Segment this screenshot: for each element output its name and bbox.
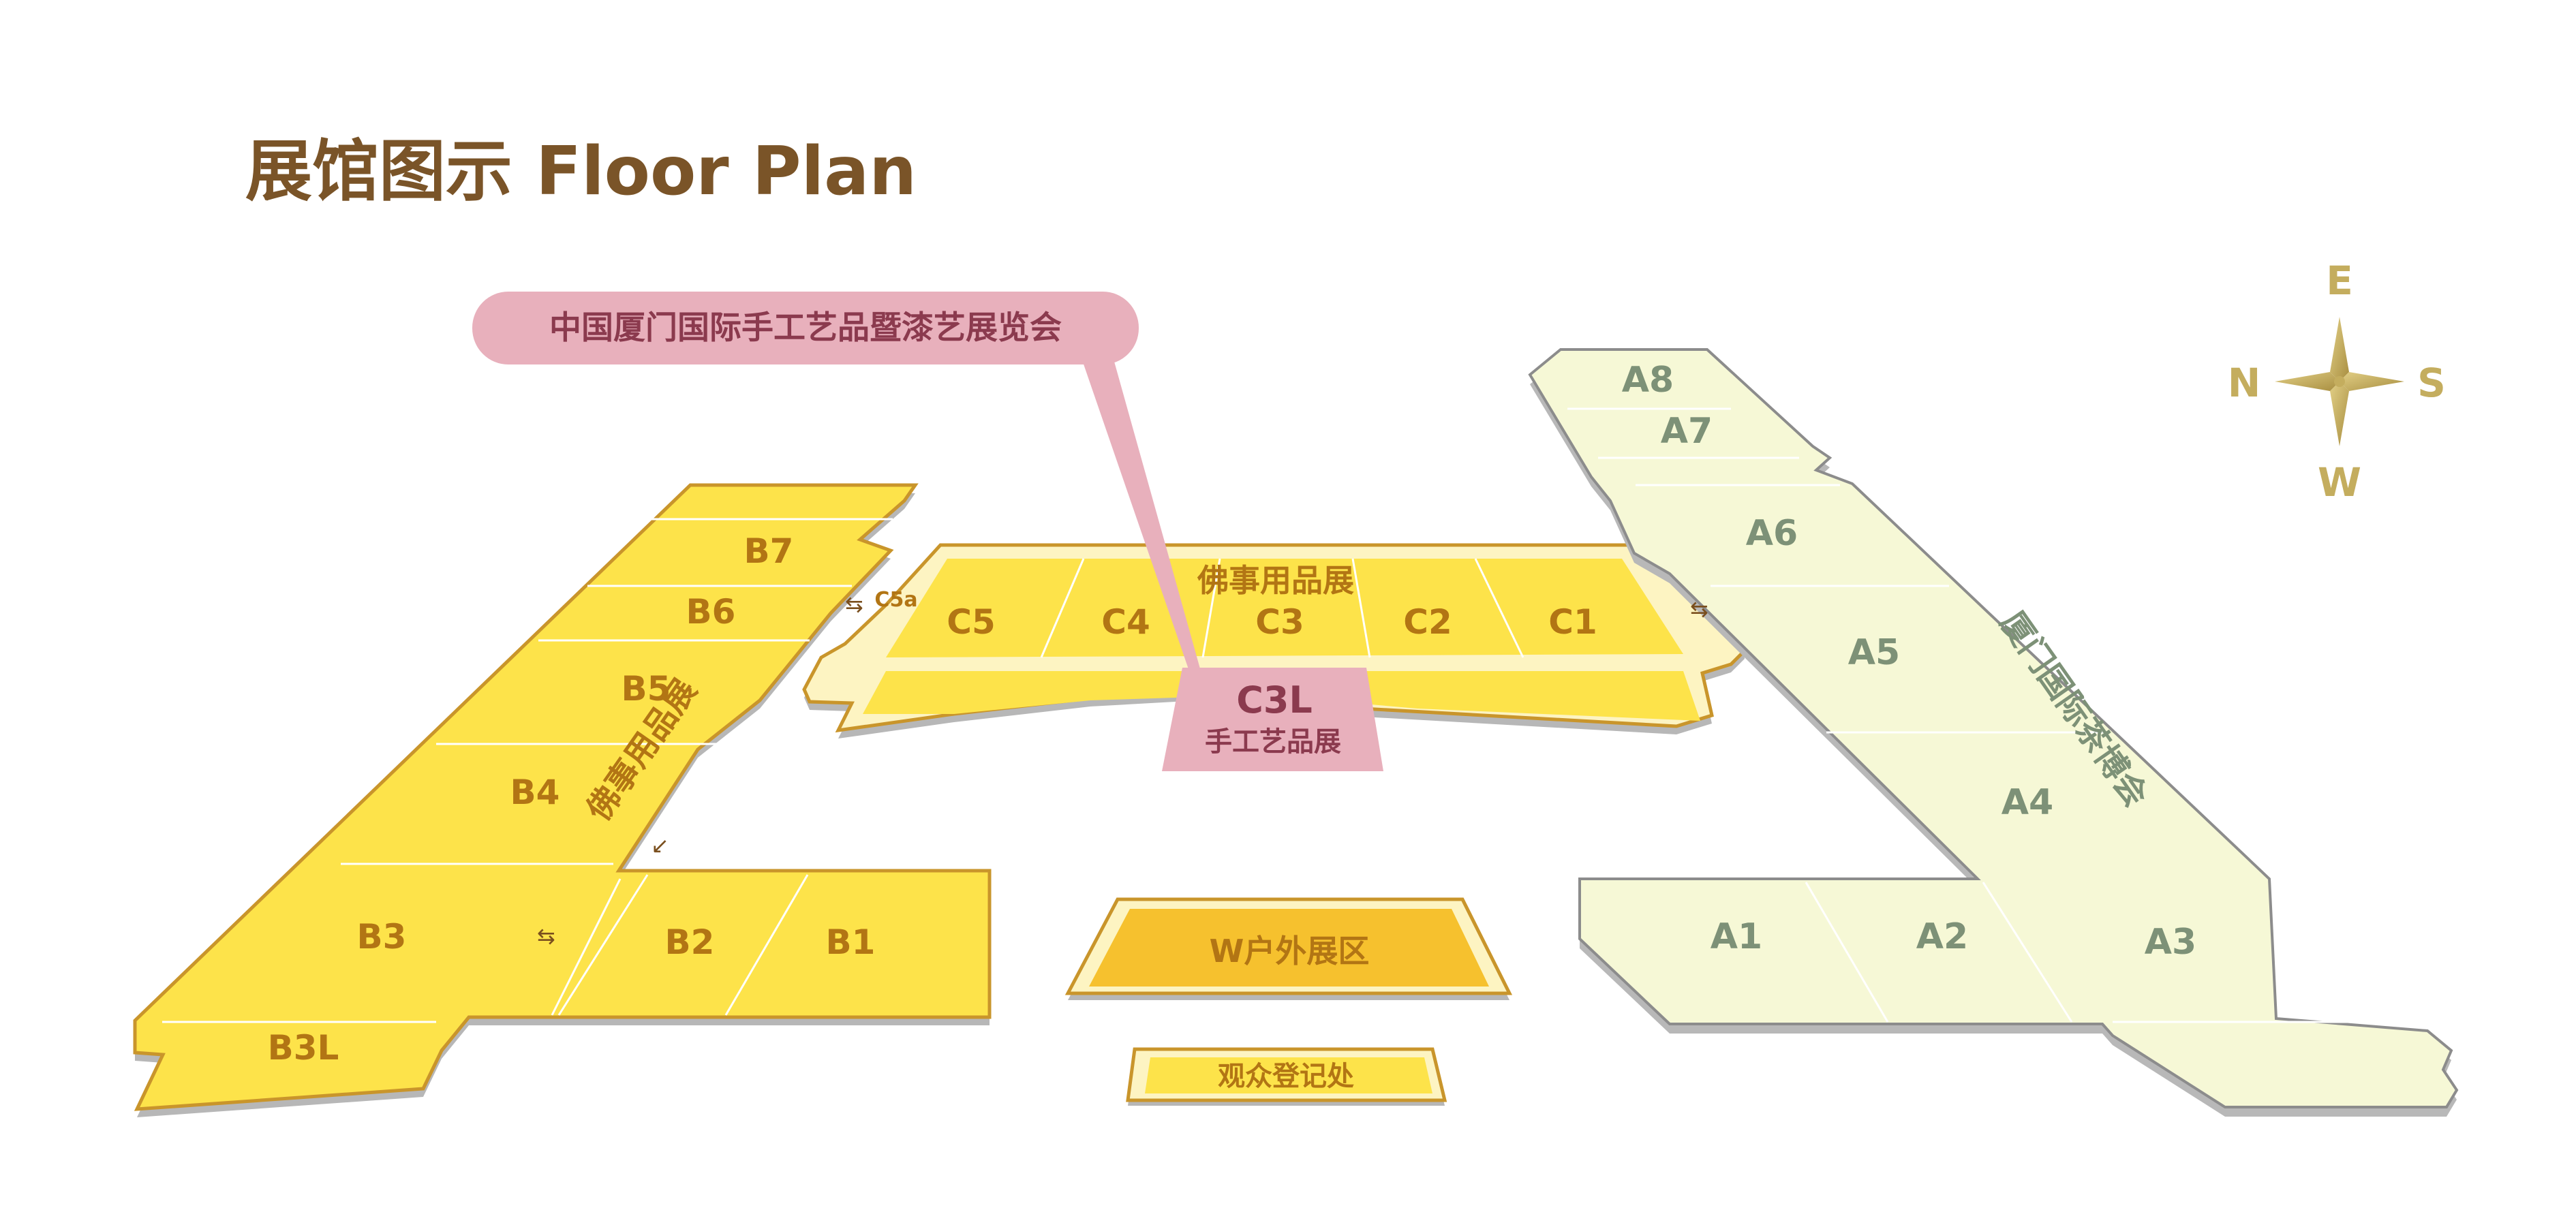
hall-c5[interactable]: C5 (947, 602, 995, 642)
hall-b7[interactable]: B7 (744, 531, 794, 571)
registration-label: 观众登记处 (1218, 1061, 1354, 1092)
hall-c3l[interactable]: C3L 手工艺品展 (1162, 668, 1383, 771)
hall-a2[interactable]: A2 (1916, 916, 1968, 957)
hall-c5a[interactable]: C5a (874, 588, 917, 612)
registration-area[interactable]: 观众登记处 (1126, 1047, 1447, 1106)
building-b (133, 483, 992, 1117)
hall-a7[interactable]: A7 (1661, 411, 1713, 452)
hall-a1[interactable]: A1 (1711, 916, 1762, 957)
hall-c3l-name: 手工艺品展 (1205, 726, 1341, 758)
outdoor-zone[interactable]: W户外展区 (1064, 897, 1513, 1000)
hall-a6[interactable]: A6 (1746, 513, 1798, 554)
hall-b4[interactable]: B4 (510, 773, 560, 812)
compass-north: N (2228, 360, 2261, 406)
callout-text: 中国厦门国际手工艺品暨漆艺展览会 (549, 309, 1062, 347)
hall-c3l-code: C3L (1236, 679, 1313, 721)
outdoor-zone-label: W户外展区 (1210, 933, 1370, 969)
hall-b3[interactable]: B3 (357, 917, 407, 957)
hall-a5[interactable]: A5 (1848, 632, 1900, 673)
hall-b1[interactable]: B1 (826, 922, 876, 962)
hall-b3l[interactable]: B3L (268, 1028, 339, 1068)
compass-west: W (2318, 459, 2361, 506)
compass-east: E (2326, 258, 2353, 304)
passage-b6-c5a-icon: ⇆ (845, 591, 863, 617)
hall-a3[interactable]: A3 (2145, 922, 2196, 963)
passage-c1-a-icon: ⇆ (1690, 596, 1708, 622)
hall-c1[interactable]: C1 (1548, 602, 1597, 642)
passage-b3-b2-icon: ⇆ (537, 923, 555, 949)
passage-arrows: ⇆ ⇆ ⇆ ↙ (537, 591, 1708, 949)
hall-c3[interactable]: C3 (1255, 602, 1304, 642)
hall-b2[interactable]: B2 (665, 922, 715, 962)
zone-label-c[interactable]: 佛事用品展 (1197, 562, 1354, 599)
compass-south: S (2417, 360, 2446, 406)
compass-rose: E N S W (2228, 258, 2446, 506)
hall-b5[interactable]: B5 (622, 669, 671, 709)
exhibition-callout: 中国厦门国际手工艺品暨漆艺展览会 (472, 292, 1201, 671)
hall-b6[interactable]: B6 (686, 592, 736, 632)
hall-c2[interactable]: C2 (1403, 602, 1452, 642)
building-a (1528, 348, 2459, 1117)
hall-a8[interactable]: A8 (1622, 360, 1674, 401)
page-title: 展馆图示 Floor Plan (245, 133, 917, 211)
hall-c4[interactable]: C4 (1101, 602, 1150, 642)
entrance-arrow-icon: ↙ (651, 833, 669, 858)
hall-a4[interactable]: A4 (2002, 782, 2053, 823)
